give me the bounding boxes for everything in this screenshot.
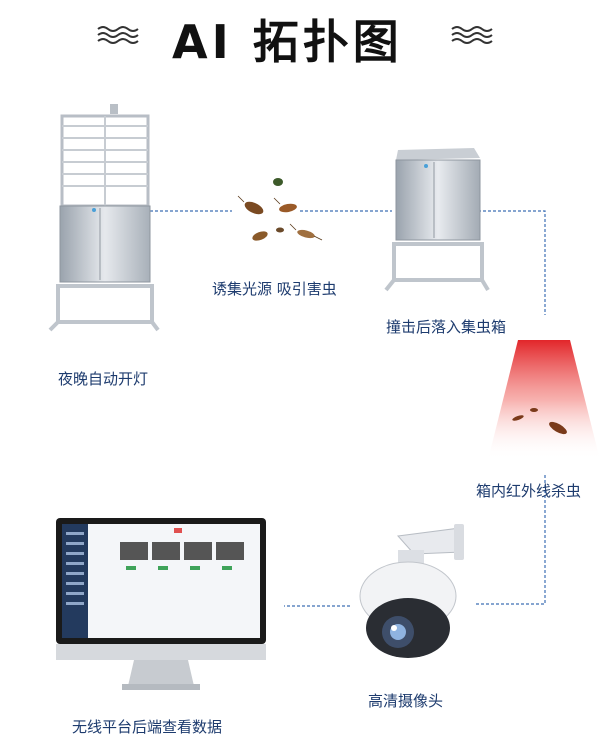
label-kill: 箱内红外线杀虫: [476, 482, 582, 500]
label-platform: 无线平台后端查看数据: [72, 718, 223, 736]
header: AI 拓扑图: [0, 4, 609, 69]
dome-camera-icon: [359, 524, 464, 658]
label-lamp: 夜晚自动开灯: [58, 370, 149, 388]
wave-icon-right: [451, 26, 493, 44]
insects-cluster-icon: [237, 178, 323, 241]
insect-trap-box: [384, 148, 490, 292]
label-attract: 诱集光源 吸引害虫: [212, 280, 337, 298]
infrared-beam: [488, 340, 600, 460]
monitor-icon: [56, 518, 266, 690]
page-title: AI 拓扑图: [172, 15, 403, 69]
label-fall: 撞击后落入集虫箱: [386, 318, 507, 336]
insect-trap-tall: [48, 104, 160, 332]
wave-icon-left: [97, 26, 139, 44]
label-camera: 高清摄像头: [368, 692, 444, 710]
